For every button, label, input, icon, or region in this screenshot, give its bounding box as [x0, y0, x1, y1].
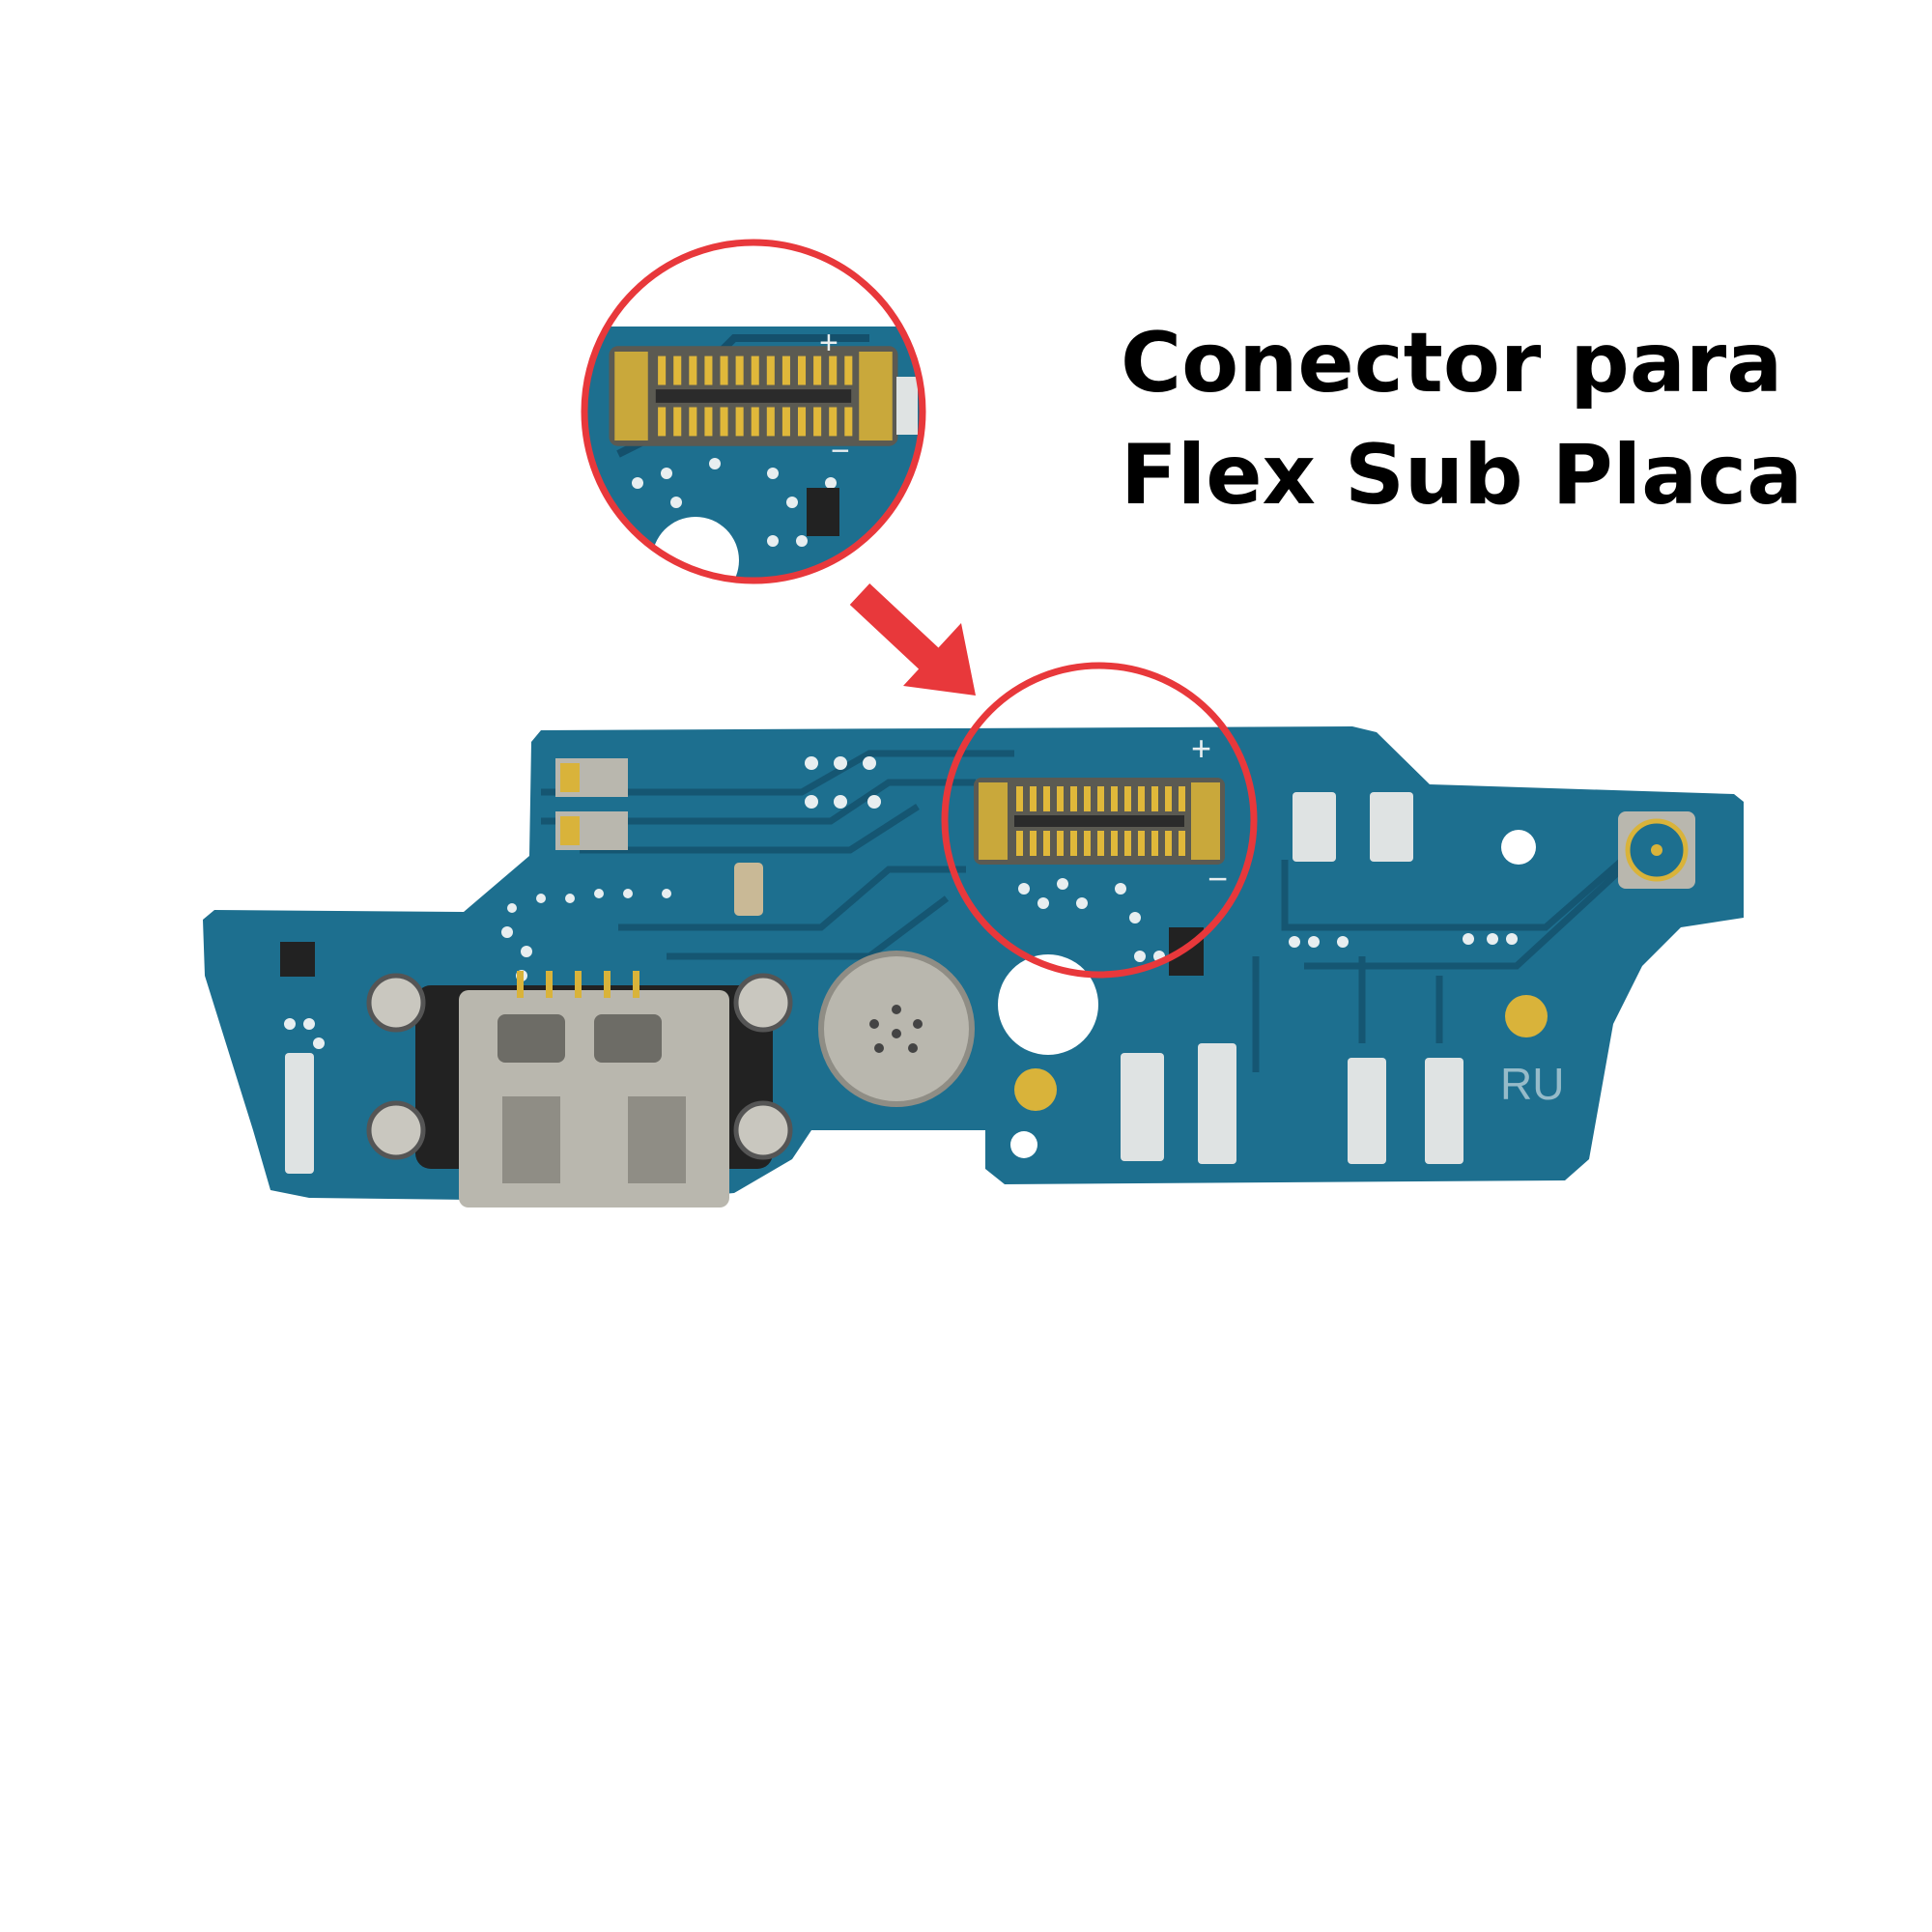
svg-text:−: −	[831, 433, 850, 469]
plus-mark: +	[1191, 728, 1211, 768]
heading-line-2: Flex Sub Placa	[1121, 427, 1804, 524]
heading-line-1: Conector para	[1121, 315, 1783, 412]
board-flex-connector	[974, 778, 1225, 865]
capacitor	[734, 863, 763, 916]
antenna-connector	[1618, 811, 1695, 889]
zoom-inset: + −	[581, 239, 926, 584]
mounting-hole	[1501, 830, 1536, 865]
highlight-circle	[941, 662, 1258, 979]
gold-pad	[1505, 995, 1548, 1037]
gold-pad	[1014, 1068, 1057, 1111]
silkscreen-ru: RU	[1500, 1059, 1564, 1109]
mounting-hole	[998, 954, 1098, 1055]
heading: Conector para Flex Sub Placa	[1121, 307, 1804, 531]
spring-contact	[555, 811, 628, 850]
charging-board: + − RU	[203, 662, 1744, 1208]
spring-contact	[555, 758, 628, 797]
usb-port	[366, 971, 793, 1208]
pointer-arrow	[849, 583, 976, 696]
svg-text:+: +	[819, 325, 838, 361]
zoom-inset-border	[581, 239, 926, 584]
minus-mark: −	[1208, 859, 1228, 898]
microphone	[818, 951, 975, 1107]
ic-chip	[280, 942, 315, 977]
